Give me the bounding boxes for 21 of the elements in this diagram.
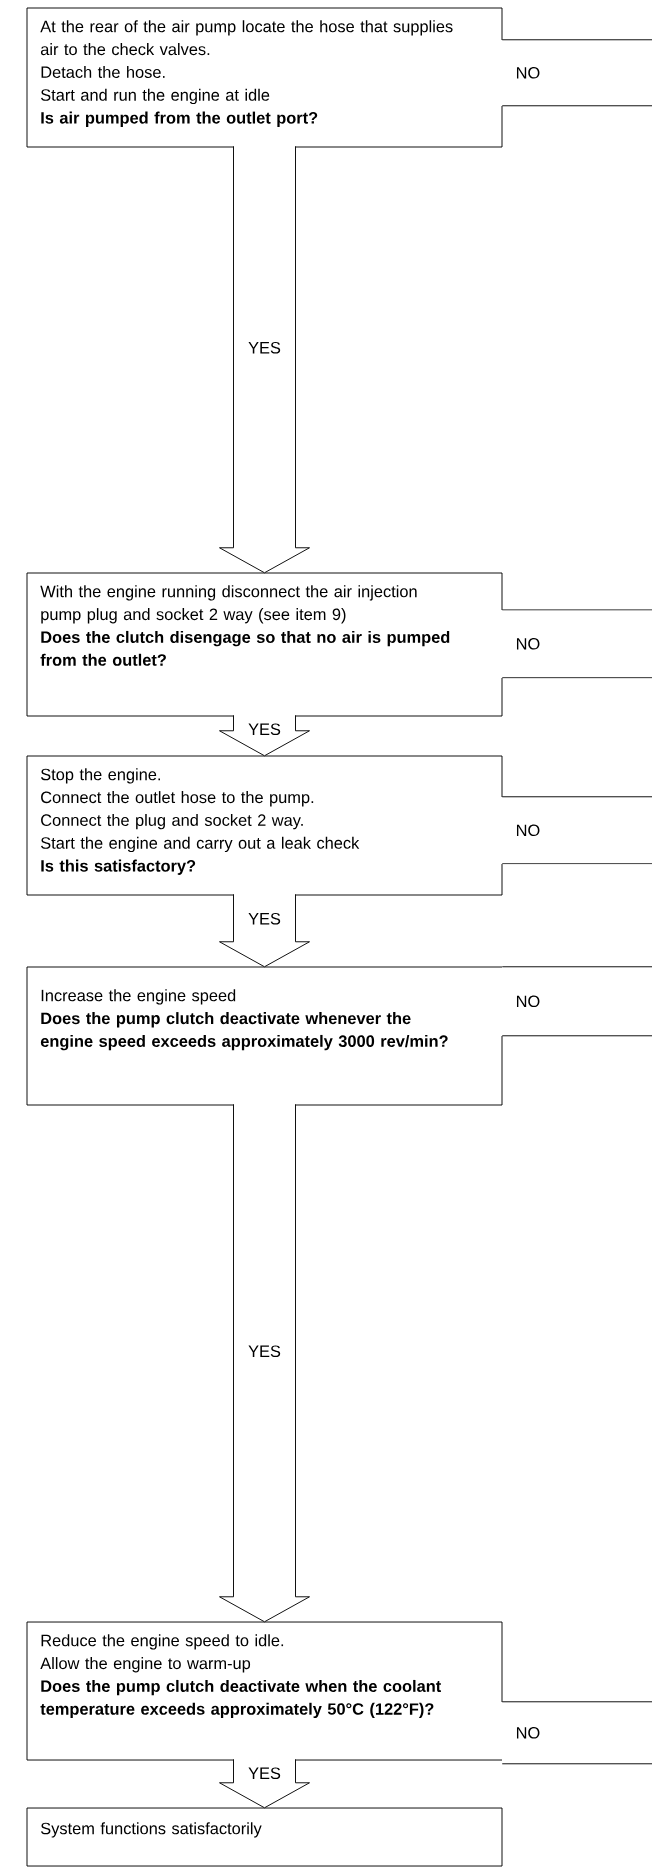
branch-line (501, 966, 652, 1037)
process-box: At the rear of the air pump locate the hose that supplies air to the check valves. Detach the hose. Start and run the engine at idle Is air pumped from the outlet port? (26, 7, 503, 148)
process-box: Increase the engine speed Does the pump clutch deactivate whenever the engine speed exceeds approximately 3000 rev/min? (26, 966, 503, 1106)
branch-line (501, 796, 652, 865)
edge-label: NO (514, 1725, 542, 1740)
edge-label: NO (514, 636, 542, 651)
edge-label: NO (514, 823, 542, 838)
block-arrow (219, 893, 310, 968)
edge-label: YES (246, 722, 283, 737)
branch-line (501, 39, 652, 107)
process-box: Reduce the engine speed to idle. Allow the engine to warm-up Does the pump clutch deactivate when the coolant temperature exceeds approximately 50°C (122°F)? (26, 1621, 503, 1761)
edge-label: NO (514, 65, 542, 80)
process-box: Stop the engine. Connect the outlet hose to the pump. Connect the plug and socket 2 way. Start the engine and carry out a leak check Is this satisfactory? (26, 755, 503, 896)
process-box: With the engine running disconnect the air injection pump plug and socket 2 way (see item 9) Does the clutch disengage so that no air is pumped from the outlet? (26, 572, 503, 717)
branch-line (501, 1701, 652, 1765)
process-box: System functions satisfactorily (26, 1807, 503, 1867)
block-arrow (219, 145, 310, 574)
block-arrow (219, 1103, 310, 1623)
edge-label: YES (246, 1344, 283, 1359)
edge-label: YES (246, 1766, 283, 1781)
edge-label: NO (514, 994, 542, 1009)
